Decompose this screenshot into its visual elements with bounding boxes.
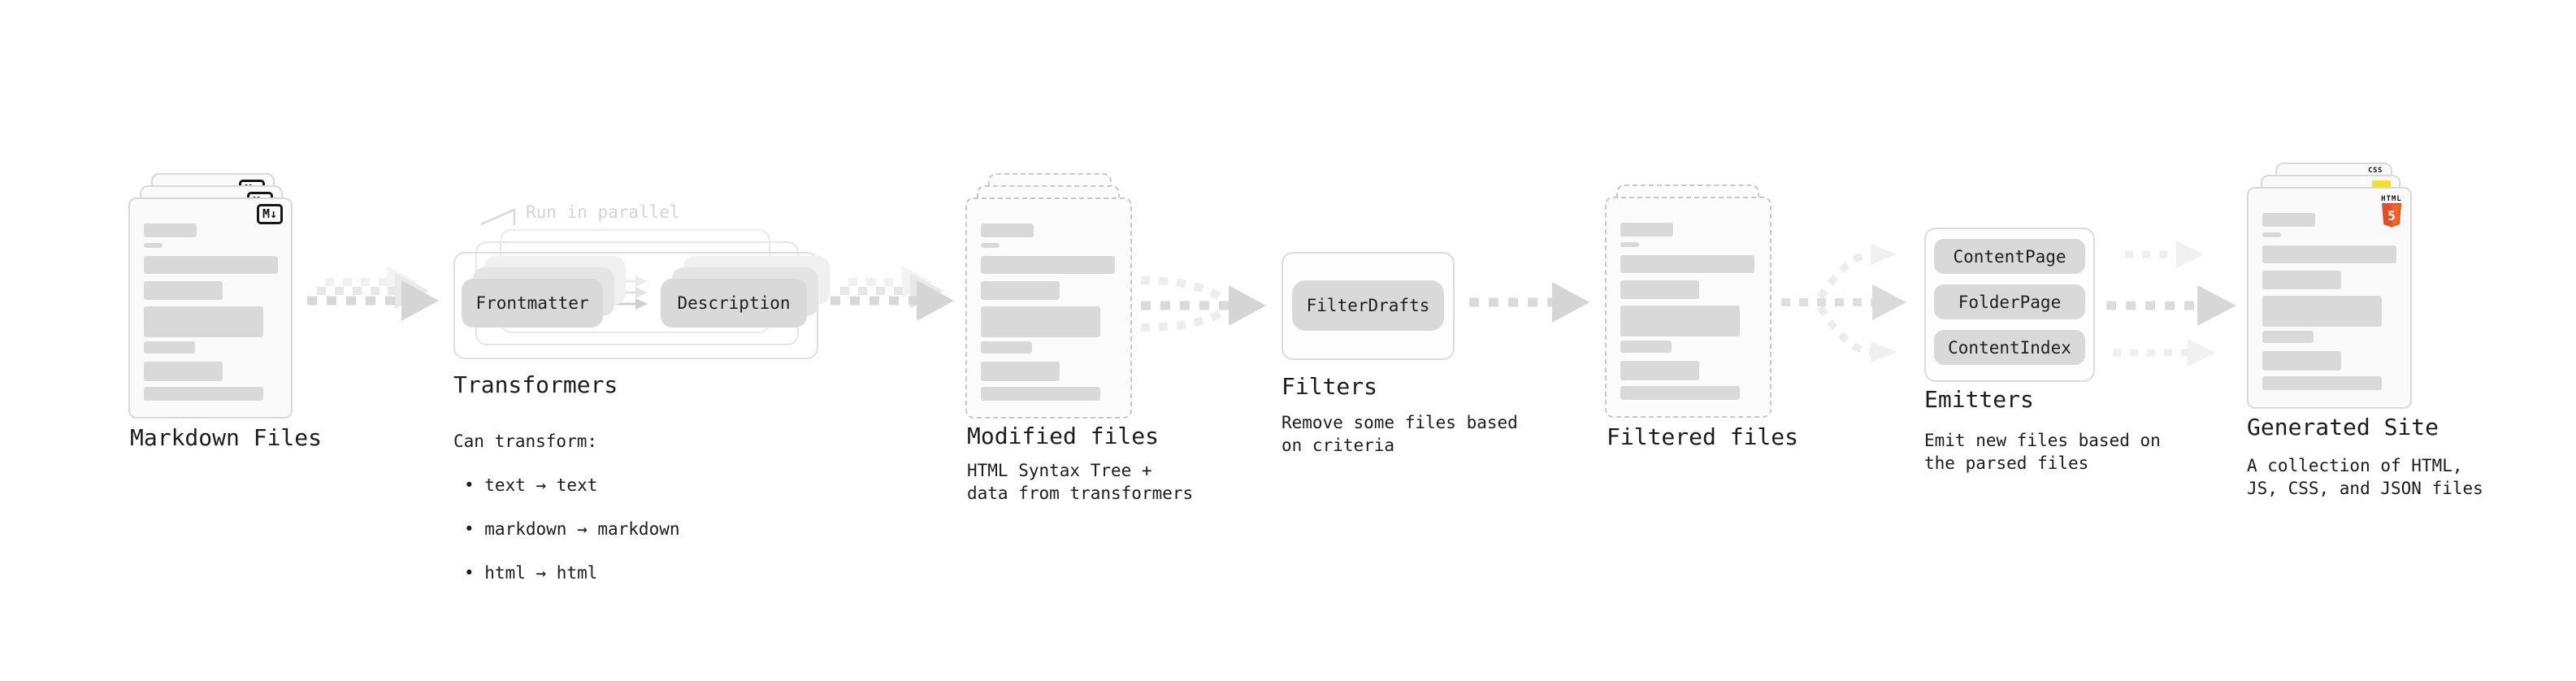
text-line-bar [981, 223, 1034, 237]
modified-files-description: HTML Syntax Tree + data from transformer… [967, 461, 1194, 503]
emitters-description: Emit new files based on the parsed files [1924, 431, 2161, 473]
generated-html-card: HTML 5 [2247, 187, 2412, 409]
text-line-bar [144, 223, 197, 237]
js-icon [2372, 180, 2391, 189]
transform-bullet: • text → text [464, 475, 598, 495]
css-badge-text: CSS [2368, 167, 2383, 175]
text-line-bar [981, 387, 1100, 401]
content-page-pill: ContentPage [1934, 239, 2085, 274]
text-line-bar [144, 362, 223, 381]
text-line-bar [1620, 280, 1699, 299]
generated-site-description: A collection of HTML, JS, CSS, and JSON … [2247, 456, 2483, 498]
filtered-files-label: Filtered files [1607, 423, 1799, 450]
run-in-parallel-note: Run in parallel [526, 202, 680, 222]
modified-files-label: Modified files [967, 423, 1160, 449]
text-line-bar [1620, 223, 1673, 236]
html5-shield: 5 [2382, 203, 2401, 228]
parallel-note-leader [480, 208, 516, 226]
text-line-bar [1620, 340, 1672, 353]
folder-page-pill: FolderPage [1934, 284, 2085, 319]
text-line-bar [2262, 245, 2396, 263]
text-line-bar [144, 256, 278, 274]
filters-description: Remove some files based on criteria [1281, 413, 1518, 455]
transformers-label: Transformers [453, 371, 618, 398]
text-line-bar [981, 256, 1115, 274]
text-line-bar [144, 281, 223, 300]
text-line-bar [981, 341, 1032, 354]
text-line-bar [2262, 271, 2341, 289]
text-line-bar [2262, 232, 2281, 237]
arrow-modified-to-filters-icon [1140, 276, 1266, 332]
text-line-bar [2262, 351, 2341, 371]
transformers-body-title: Can transform: [453, 432, 598, 451]
filtered-file-card-front [1605, 197, 1772, 418]
text-line-bar [981, 281, 1060, 300]
text-line-bar [2262, 331, 2314, 343]
frontmatter-pill: Frontmatter [462, 279, 603, 327]
text-line-bar [1620, 386, 1740, 400]
text-line-bar [981, 306, 1100, 337]
description-pill: Description [661, 279, 807, 327]
content-index-pill: ContentIndex [1934, 330, 2085, 365]
text-line-bar [2262, 296, 2382, 327]
html5-number: 5 [2387, 208, 2396, 223]
text-line-bar [2262, 376, 2382, 390]
html5-badge-text: HTML [2381, 195, 2402, 203]
transform-bullet: • markdown → markdown [464, 519, 680, 539]
modified-file-card-front [965, 197, 1132, 419]
text-line-bar [2262, 213, 2315, 227]
arrow-transformers-to-modified-icon [830, 266, 954, 321]
text-line-bar [1620, 306, 1740, 336]
arrow-markdown-to-transformers-icon [307, 266, 439, 321]
filter-drafts-pill: FilterDrafts [1292, 280, 1444, 331]
transform-bullet: • html → html [464, 563, 598, 583]
text-line-bar [1620, 242, 1639, 247]
text-line-bar [981, 362, 1060, 381]
text-line-bar [144, 341, 195, 354]
markdown-file-card-front: M↓ [128, 197, 293, 419]
text-line-bar [144, 306, 263, 337]
markdown-files-label: Markdown Files [130, 424, 323, 451]
arrow-filters-to-filtered-icon [1469, 282, 1589, 323]
text-line-bar [1620, 255, 1754, 273]
filters-label: Filters [1281, 373, 1378, 400]
html5-icon: HTML 5 [2381, 195, 2402, 228]
emitters-label: Emitters [1924, 386, 2034, 413]
text-line-bar [144, 243, 163, 248]
markdown-icon: M↓ [256, 204, 283, 224]
arrow-emitters-to-generated-icon [2106, 241, 2236, 367]
arrow-filtered-to-emitters-icon [1781, 244, 1906, 362]
text-line-bar [981, 243, 1000, 248]
text-line-bar [144, 387, 263, 401]
generated-site-label: Generated Site [2247, 414, 2439, 440]
text-line-bar [1620, 361, 1699, 380]
